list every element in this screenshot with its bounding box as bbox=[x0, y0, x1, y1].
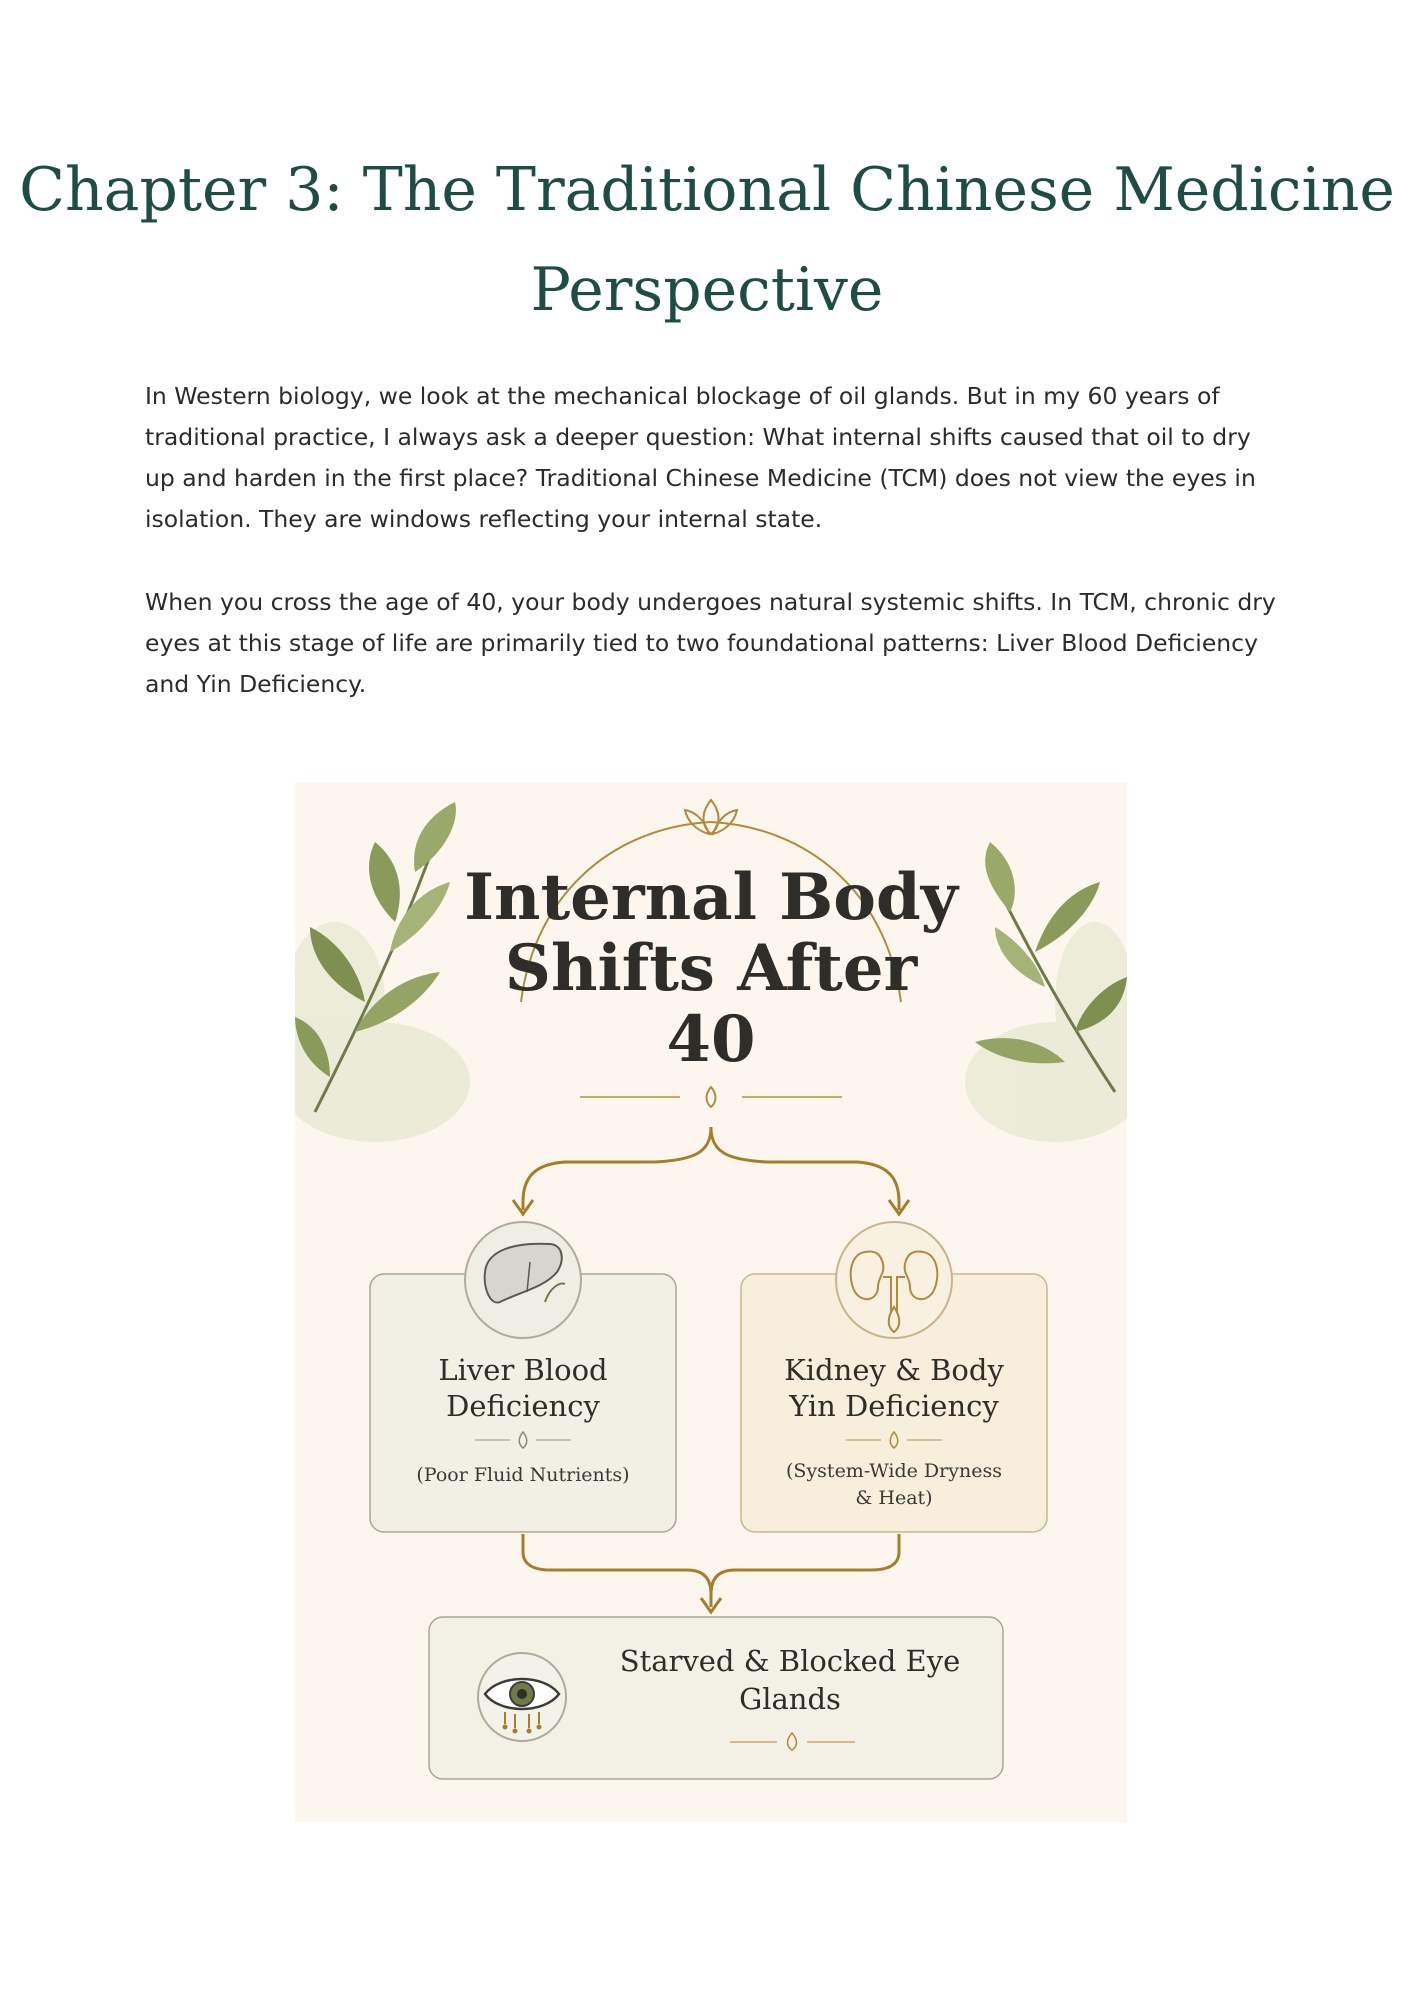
infographic-title: Internal Body Shifts After 40 bbox=[464, 860, 958, 1077]
kidneys-icon bbox=[849, 1250, 939, 1334]
card-kidney bbox=[740, 1221, 1048, 1533]
card-liver bbox=[369, 1221, 677, 1533]
liver-icon bbox=[483, 1242, 566, 1304]
page-title: Chapter 3: The Traditional Chinese Medic… bbox=[19, 155, 1395, 325]
lotus-top-icon bbox=[683, 798, 739, 836]
card-kidney-title: Kidney & Body Yin Deficiency bbox=[784, 1353, 1004, 1423]
card-kidney-subtitle: (System-Wide Dryness & Heat) bbox=[786, 1460, 1002, 1509]
card-liver-subtitle: (Poor Fluid Nutrients) bbox=[416, 1464, 630, 1486]
infographic-artwork bbox=[295, 798, 1127, 1780]
infographic: Internal Body Shifts After 40 Liver Bloo… bbox=[295, 782, 1127, 1822]
card-liver-title: Liver Blood Deficiency bbox=[438, 1353, 608, 1423]
leaf-branch-right-icon bbox=[975, 842, 1127, 1093]
intro-paragraph: In Western biology, we look at the mecha… bbox=[145, 382, 1256, 533]
eye-icon bbox=[483, 1677, 561, 1734]
title-divider bbox=[580, 1085, 842, 1109]
leaf-branch-left-icon bbox=[295, 802, 456, 1113]
watercolor-wash bbox=[295, 922, 1127, 1142]
merge-arrows bbox=[521, 1534, 901, 1615]
card-result bbox=[428, 1616, 1004, 1780]
split-arrows bbox=[511, 1126, 911, 1217]
title-arch bbox=[520, 820, 902, 1003]
age-paragraph: When you cross the age of 40, your body … bbox=[145, 588, 1276, 698]
result-title: Starved & Blocked Eye Glands bbox=[619, 1644, 961, 1716]
